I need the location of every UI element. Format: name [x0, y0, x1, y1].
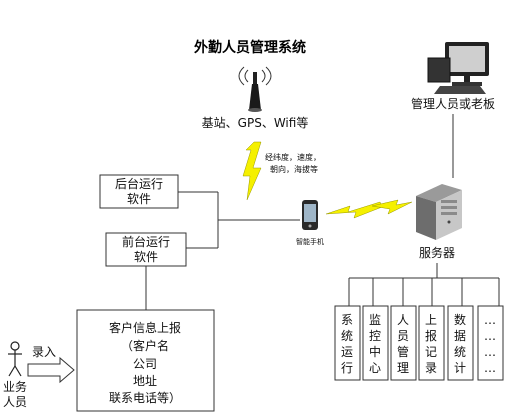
signal-note-line1: 经纬度，速度， [265, 152, 321, 162]
server-label: 服务器 [419, 245, 455, 260]
module-char: 运 [341, 345, 353, 359]
module-char: 心 [369, 361, 381, 375]
module-char: 统 [341, 329, 353, 343]
module-char: 行 [341, 361, 353, 375]
lightning-bolt-icon [371, 199, 413, 215]
person-icon [8, 341, 22, 377]
input-arrow-icon [27, 356, 75, 384]
module-box-monitor: 监 控 中 心 [362, 305, 389, 381]
lightning-bolt-icon [242, 141, 262, 201]
staff-label-line2: 人员 [3, 395, 27, 409]
module-char: 录 [425, 361, 437, 375]
module-char: 中 [369, 344, 381, 359]
module-char: 控 [369, 329, 381, 343]
module-box-system: 系 统 运 行 [334, 305, 361, 381]
diagram-title: 外勤人员管理系统 [194, 39, 306, 56]
module-char: 人 [397, 313, 409, 327]
customer-line2: （客户名 [121, 338, 169, 353]
module-char: 统 [454, 345, 466, 359]
admin-label: 管理人员或老板 [411, 96, 495, 111]
frontend-line2: 软件 [134, 250, 158, 264]
staff-label-line1: 业务 [3, 379, 27, 394]
frontend-line1: 前台运行 [122, 234, 170, 249]
module-char: 记 [425, 345, 437, 359]
customer-line1: 客户信息上报 [109, 320, 181, 335]
phone-label: 智能手机 [296, 237, 324, 246]
module-box-staff: 人 员 管 理 [390, 305, 417, 381]
module-box-more: … … … … [477, 305, 504, 381]
module-char: 数 [454, 312, 466, 327]
module-char: … [484, 313, 496, 327]
module-char: … [484, 345, 496, 359]
module-char: 员 [397, 329, 409, 343]
signal-note-line2: 朝向，海拔等 [270, 164, 318, 174]
backend-line1: 后台运行 [115, 176, 163, 191]
module-char: 上 [425, 313, 437, 327]
customer-line5: 联系电话等） [109, 391, 181, 405]
module-char: 理 [397, 361, 409, 375]
customer-line4: 地址 [133, 374, 157, 388]
module-char: 报 [425, 328, 437, 343]
tower-label: 基站、GPS、Wifi等 [202, 116, 309, 130]
server-icon [416, 184, 462, 240]
smartphone-icon [302, 200, 318, 230]
module-char: 监 [369, 313, 381, 327]
module-char: 管 [397, 344, 409, 359]
module-char: 据 [454, 329, 466, 343]
customer-info-box [76, 309, 215, 412]
lightning-bolt-icon [325, 201, 383, 219]
computer-icon [427, 42, 489, 94]
module-box-reports: 上 报 记 录 [418, 305, 445, 381]
module-char: 系 [341, 313, 353, 327]
customer-line3: 公司 [133, 357, 157, 371]
module-char: 计 [454, 361, 466, 375]
tower-icon [238, 66, 272, 112]
input-label: 录入 [32, 345, 56, 359]
backend-line2: 软件 [127, 192, 151, 206]
module-box-statistics: 数 据 统 计 [447, 305, 474, 381]
module-char: … [484, 361, 496, 375]
module-char: … [484, 329, 496, 343]
